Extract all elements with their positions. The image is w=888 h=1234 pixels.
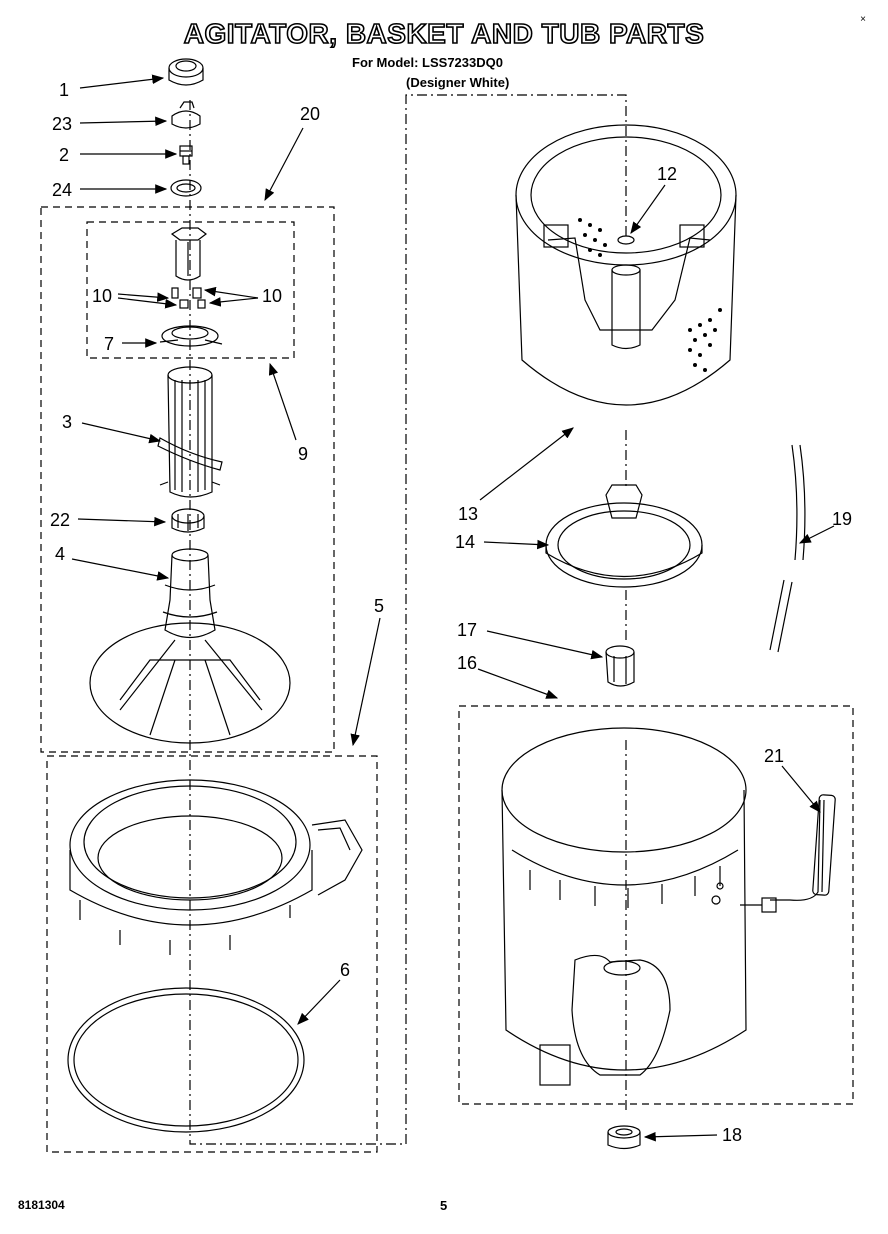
agitator-assembly-box (40, 206, 335, 753)
spin-basket-part (515, 124, 737, 406)
cam-assembly-box (86, 221, 295, 359)
agitator-cap-part (168, 58, 204, 86)
bearing-part (607, 1125, 641, 1150)
washer-part (170, 179, 202, 197)
callout-21: 21 (764, 746, 784, 766)
callout-6: 6 (340, 960, 350, 980)
callout-labels: 1 23 2 24 20 10 10 7 9 3 22 4 5 6 12 13 … (50, 80, 852, 1145)
page-number: 5 (440, 1198, 448, 1213)
bolt-part (179, 145, 193, 165)
tub-hose-part (812, 794, 836, 896)
callout-arrows (71, 74, 835, 1142)
callout-1: 1 (59, 80, 69, 100)
model-number-line: For Model: LSS7233DQ0 (352, 55, 503, 70)
drain-hose-part (769, 444, 806, 653)
callout-10-right: 10 (262, 286, 282, 306)
callout-5: 5 (374, 596, 384, 616)
callout-7: 7 (104, 334, 114, 354)
tub-ring-part (69, 779, 363, 955)
outer-tub-part (501, 727, 825, 1086)
callout-3: 3 (62, 412, 72, 432)
document-number: 8181304 (18, 1198, 65, 1212)
callout-18: 18 (722, 1125, 742, 1145)
callout-24: 24 (52, 180, 72, 200)
corner-mark: × (860, 14, 866, 25)
callout-2: 2 (59, 145, 69, 165)
callout-13: 13 (458, 504, 478, 524)
outer-tub-box (458, 705, 854, 1105)
diagram-title: AGITATOR, BASKET AND TUB PARTS (183, 17, 705, 50)
cap-insert-part (171, 101, 201, 129)
bushing-part (605, 645, 635, 687)
drive-coupler-part (171, 508, 205, 533)
agitator-barrel-part (157, 366, 223, 498)
callout-16: 16 (457, 653, 477, 673)
tub-ring-box (46, 755, 378, 1153)
callout-4: 4 (55, 544, 65, 564)
snubber-ring-part (67, 987, 305, 1133)
agitator-base-part (89, 548, 291, 744)
cam-assembly-part (159, 227, 223, 347)
color-line: (Designer White) (406, 75, 510, 90)
callout-20: 20 (300, 104, 320, 124)
drive-hub-part (545, 484, 703, 588)
callout-23: 23 (52, 114, 72, 134)
callout-17: 17 (457, 620, 477, 640)
callout-14: 14 (455, 532, 475, 552)
callout-12: 12 (657, 164, 677, 184)
center-line-left (189, 94, 627, 1145)
callout-9: 9 (298, 444, 308, 464)
callout-19: 19 (832, 509, 852, 529)
callout-10-left: 10 (92, 286, 112, 306)
callout-22: 22 (50, 510, 70, 530)
